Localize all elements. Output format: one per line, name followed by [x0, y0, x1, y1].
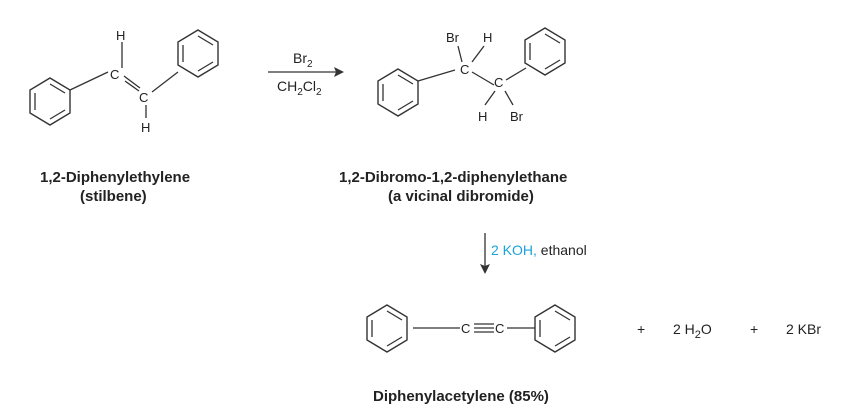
- benzene-ring-left: [29, 77, 71, 126]
- diphenylacetylene-structure: C C: [366, 304, 576, 353]
- stilbene-c2: C: [139, 90, 148, 105]
- stilbene-h-top: H: [116, 28, 125, 43]
- byproduct-water: 2 H2O: [673, 321, 712, 341]
- benzene-ring-right: [524, 27, 566, 76]
- plus-sign-1: +: [637, 321, 645, 337]
- benzene-ring-left: [377, 68, 419, 117]
- dibromide-c1: C: [460, 62, 469, 77]
- reagent-br2: Br2: [293, 50, 313, 70]
- product-name: Diphenylacetylene (85%): [373, 388, 549, 405]
- plus-sign-2: +: [750, 321, 758, 337]
- alkyne-c1: C: [461, 321, 470, 336]
- stilbene-h-bottom: H: [141, 120, 150, 135]
- dibromide-h-top: H: [483, 30, 492, 45]
- benzene-ring-right: [177, 29, 219, 78]
- dibromide-description: (a vicinal dibromide): [388, 188, 534, 205]
- stilbene-structure: H C C H: [29, 28, 219, 135]
- benzene-ring-right: [534, 304, 576, 353]
- reaction-arrow-2: 2 KOH, ethanol: [480, 233, 587, 274]
- alkyne-c2: C: [495, 321, 504, 336]
- benzene-ring-left: [366, 304, 408, 353]
- dibromide-br-top: Br: [446, 30, 460, 45]
- dibromide-h-bottom: H: [478, 109, 487, 124]
- dibromide-name: 1,2-Dibromo-1,2-diphenylethane: [339, 169, 567, 186]
- reagent-koh-ethanol: 2 KOH, ethanol: [491, 242, 587, 258]
- dibromide-c2: C: [494, 75, 503, 90]
- byproduct-kbr: 2 KBr: [786, 321, 821, 337]
- reagent-solvent-dcm: CH2Cl2: [277, 78, 322, 98]
- dibromide-br-bottom: Br: [510, 109, 524, 124]
- reaction-arrow-1: Br2 CH2Cl2: [268, 50, 344, 98]
- stilbene-name: 1,2-Diphenylethylene: [40, 169, 190, 186]
- stilbene-c1: C: [110, 67, 119, 82]
- stilbene-common-name: (stilbene): [80, 188, 147, 205]
- dibromide-structure: Br H C C H Br: [377, 27, 566, 124]
